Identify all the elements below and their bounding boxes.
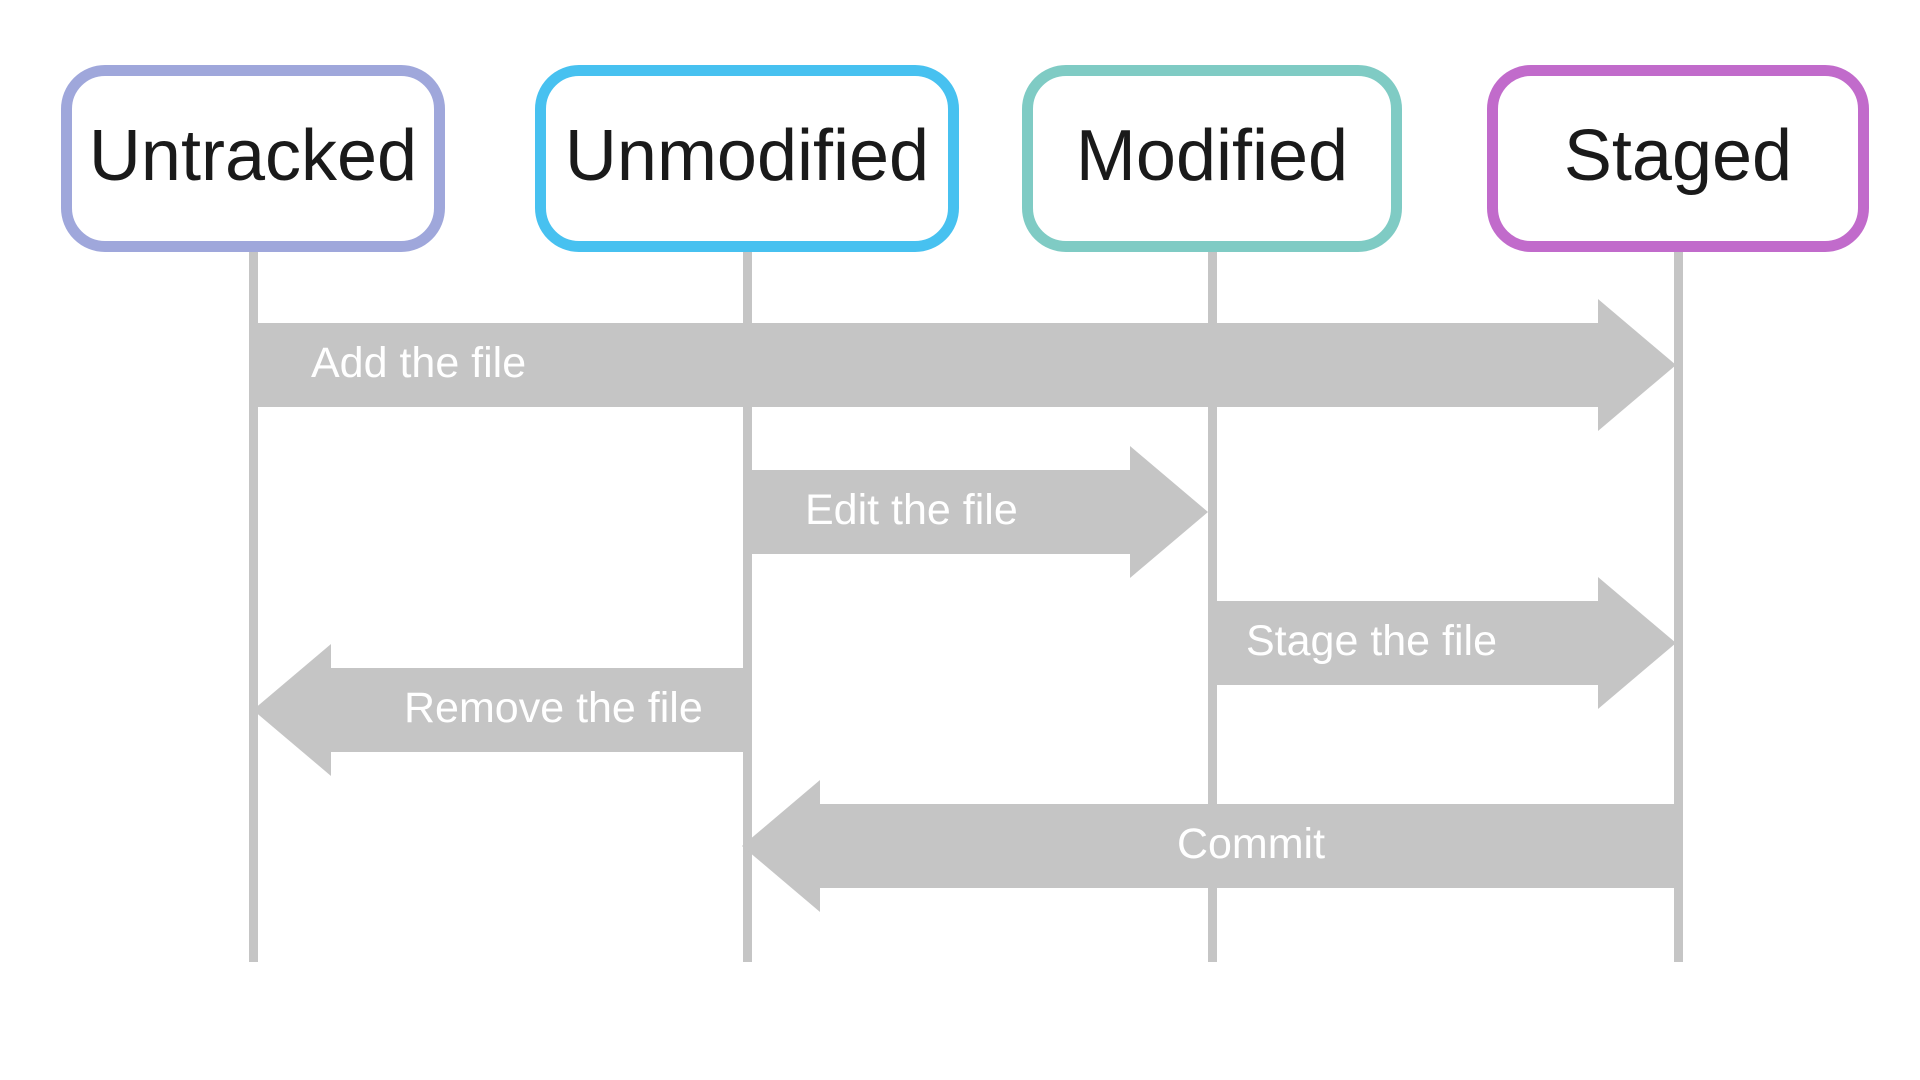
transition-label-remove-the-file: Remove the file [404, 683, 703, 732]
transition-add-the-file: Add the file [249, 299, 1676, 431]
arrow-band: Commit [820, 804, 1682, 888]
transition-label-stage-the-file: Stage the file [1246, 616, 1498, 665]
state-box-modified: Modified [1022, 65, 1402, 252]
transition-commit: Commit [742, 780, 1682, 912]
arrow-band: Stage the file [1208, 601, 1598, 685]
state-label-modified: Modified [1075, 115, 1349, 196]
transition-label-commit: Commit [1176, 819, 1326, 868]
arrow-head-left-icon [742, 780, 820, 912]
arrow-band: Remove the file [331, 668, 752, 752]
state-label-untracked: Untracked [88, 115, 418, 196]
lifeline-unmodified [743, 250, 752, 962]
transition-label-edit-the-file: Edit the file [805, 485, 1018, 534]
lifeline-untracked [249, 250, 258, 962]
arrow-head-left-icon [253, 644, 331, 776]
state-label-unmodified: Unmodified [564, 115, 930, 196]
arrow-band: Edit the file [743, 470, 1130, 554]
arrow-band: Add the file [249, 323, 1598, 407]
transition-remove-the-file: Remove the file [253, 644, 752, 776]
lifeline-staged [1674, 250, 1683, 962]
arrow-head-right-icon [1598, 299, 1676, 431]
state-box-untracked: Untracked [61, 65, 445, 252]
state-box-unmodified: Unmodified [535, 65, 959, 252]
arrow-head-right-icon [1130, 446, 1208, 578]
arrow-head-right-icon [1598, 577, 1676, 709]
state-box-staged: Staged [1487, 65, 1869, 252]
transition-label-add-the-file: Add the file [311, 338, 527, 387]
state-label-staged: Staged [1563, 115, 1793, 196]
transition-edit-the-file: Edit the file [743, 446, 1208, 578]
transition-stage-the-file: Stage the file [1208, 577, 1676, 709]
